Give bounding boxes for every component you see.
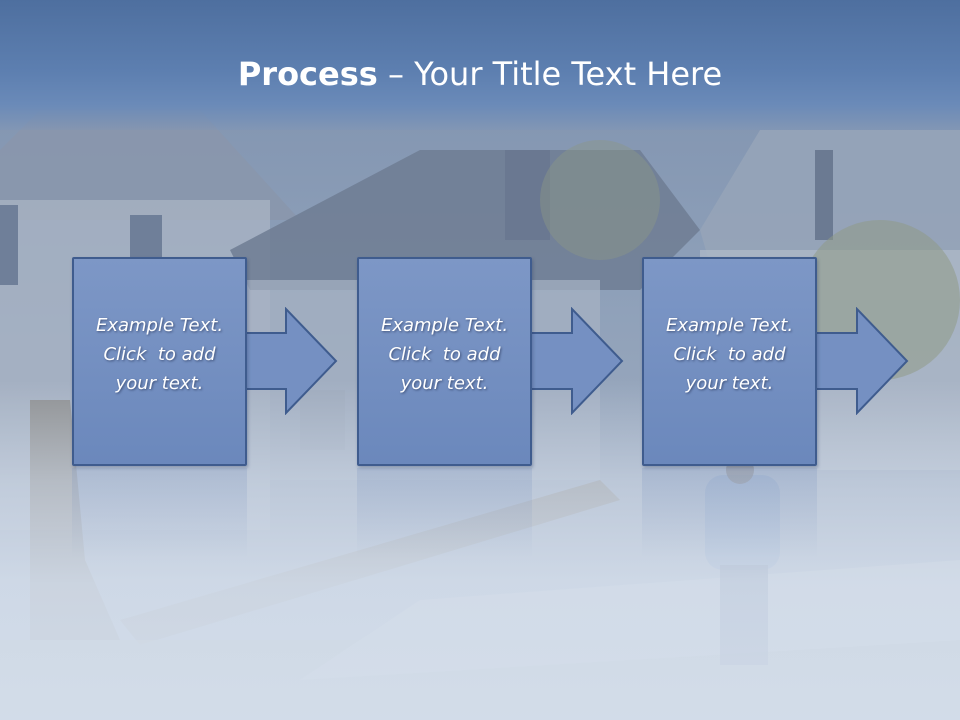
step-text[interactable]: Example Text. Click to add your text. <box>644 311 815 398</box>
arrow-right-icon <box>530 307 624 415</box>
step-box[interactable]: Example Text. Click to add your text. <box>72 257 247 466</box>
step-text[interactable]: Example Text. Click to add your text. <box>74 311 245 398</box>
title-rest-text: – Your Title Text Here <box>377 55 723 93</box>
process-step-2[interactable]: Example Text. Click to add your text. <box>357 257 532 466</box>
title-bar <box>0 0 960 130</box>
step-text[interactable]: Example Text. Click to add your text. <box>359 311 530 398</box>
step-text-line3: your text. <box>115 373 204 394</box>
step-text-line2: Click to add <box>673 344 786 365</box>
step-reflection <box>357 468 532 558</box>
step-text-line1: Example Text. <box>665 315 794 336</box>
step-text-line2: Click to add <box>388 344 501 365</box>
step-box[interactable]: Example Text. Click to add your text. <box>357 257 532 466</box>
arrow-right-icon <box>244 307 338 415</box>
slide-title[interactable]: Process – Your Title Text Here <box>0 52 960 96</box>
step-text-line1: Example Text. <box>95 315 224 336</box>
step-reflection <box>642 468 817 558</box>
title-bold-text: Process <box>237 55 378 93</box>
step-text-line3: your text. <box>685 373 774 394</box>
step-box[interactable]: Example Text. Click to add your text. <box>642 257 817 466</box>
step-reflection <box>72 468 247 558</box>
step-text-line2: Click to add <box>103 344 216 365</box>
process-step-1[interactable]: Example Text. Click to add your text. <box>72 257 247 466</box>
step-text-line3: your text. <box>400 373 489 394</box>
arrow-right-icon <box>815 307 909 415</box>
step-text-line1: Example Text. <box>380 315 509 336</box>
process-step-3[interactable]: Example Text. Click to add your text. <box>642 257 817 466</box>
